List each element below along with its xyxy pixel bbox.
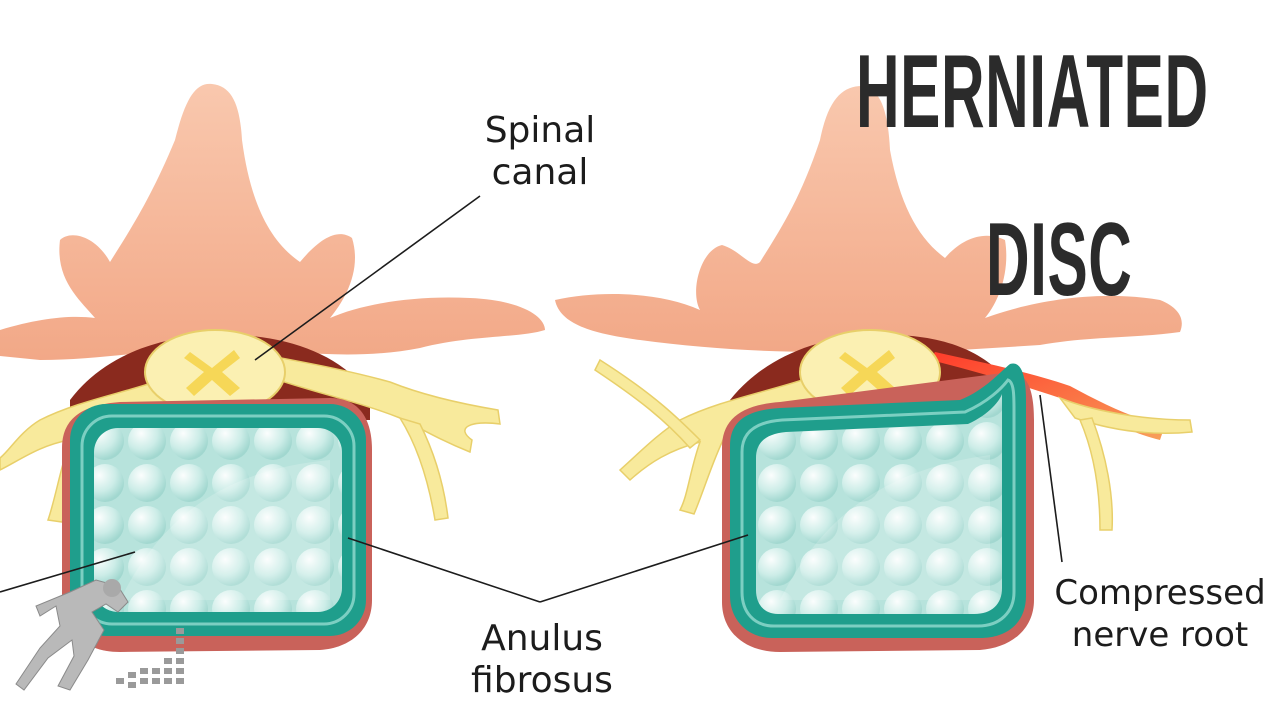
leader-spinal-canal xyxy=(254,195,481,361)
runner-logo-icon xyxy=(15,579,184,691)
label-spinal-canal: Spinal canal xyxy=(470,110,610,194)
left-vertebra xyxy=(0,83,545,652)
title-line-2: DISC xyxy=(986,202,1133,318)
left-spinal-cord xyxy=(144,329,286,415)
label-spinal-canal-line1: Spinal xyxy=(484,110,596,151)
right-nucleus-sheen xyxy=(780,455,990,600)
left-nerve-right-branch xyxy=(398,416,449,521)
left-nucleus xyxy=(94,428,342,612)
leader-nucleus xyxy=(0,551,136,593)
leader-anulus-right xyxy=(539,534,749,603)
label-compressed-line2: nerve root xyxy=(1071,615,1249,655)
label-anulus-line2: fibrosus xyxy=(471,660,613,701)
left-nerve-right xyxy=(238,351,501,454)
title-line-1: HERNIATED xyxy=(856,34,1209,150)
right-vertebra xyxy=(555,86,1193,652)
left-annulus-inner xyxy=(80,414,356,626)
right-annulus-inner xyxy=(740,378,1016,628)
label-anulus-fibrosus: Anulus fibrosus xyxy=(452,618,632,702)
label-compressed-nerve-root: Compressed nerve root xyxy=(1040,572,1280,656)
leader-lines xyxy=(0,195,1063,603)
right-nucleus xyxy=(756,394,1002,614)
leader-compressed-nerve xyxy=(1039,394,1063,563)
left-vertebral-arch xyxy=(0,83,545,360)
left-nucleus-sheen xyxy=(120,460,330,600)
label-anulus-line1: Anulus xyxy=(481,618,603,659)
label-compressed-line1: Compressed xyxy=(1054,573,1266,613)
right-nerve-left-upper xyxy=(594,358,702,450)
right-nerve-right xyxy=(1057,396,1193,434)
right-vertebral-arch xyxy=(555,86,1182,352)
leader-anulus-left xyxy=(347,537,541,603)
right-nerve-right-branch xyxy=(1078,417,1114,531)
label-spinal-canal-line2: canal xyxy=(491,152,589,193)
